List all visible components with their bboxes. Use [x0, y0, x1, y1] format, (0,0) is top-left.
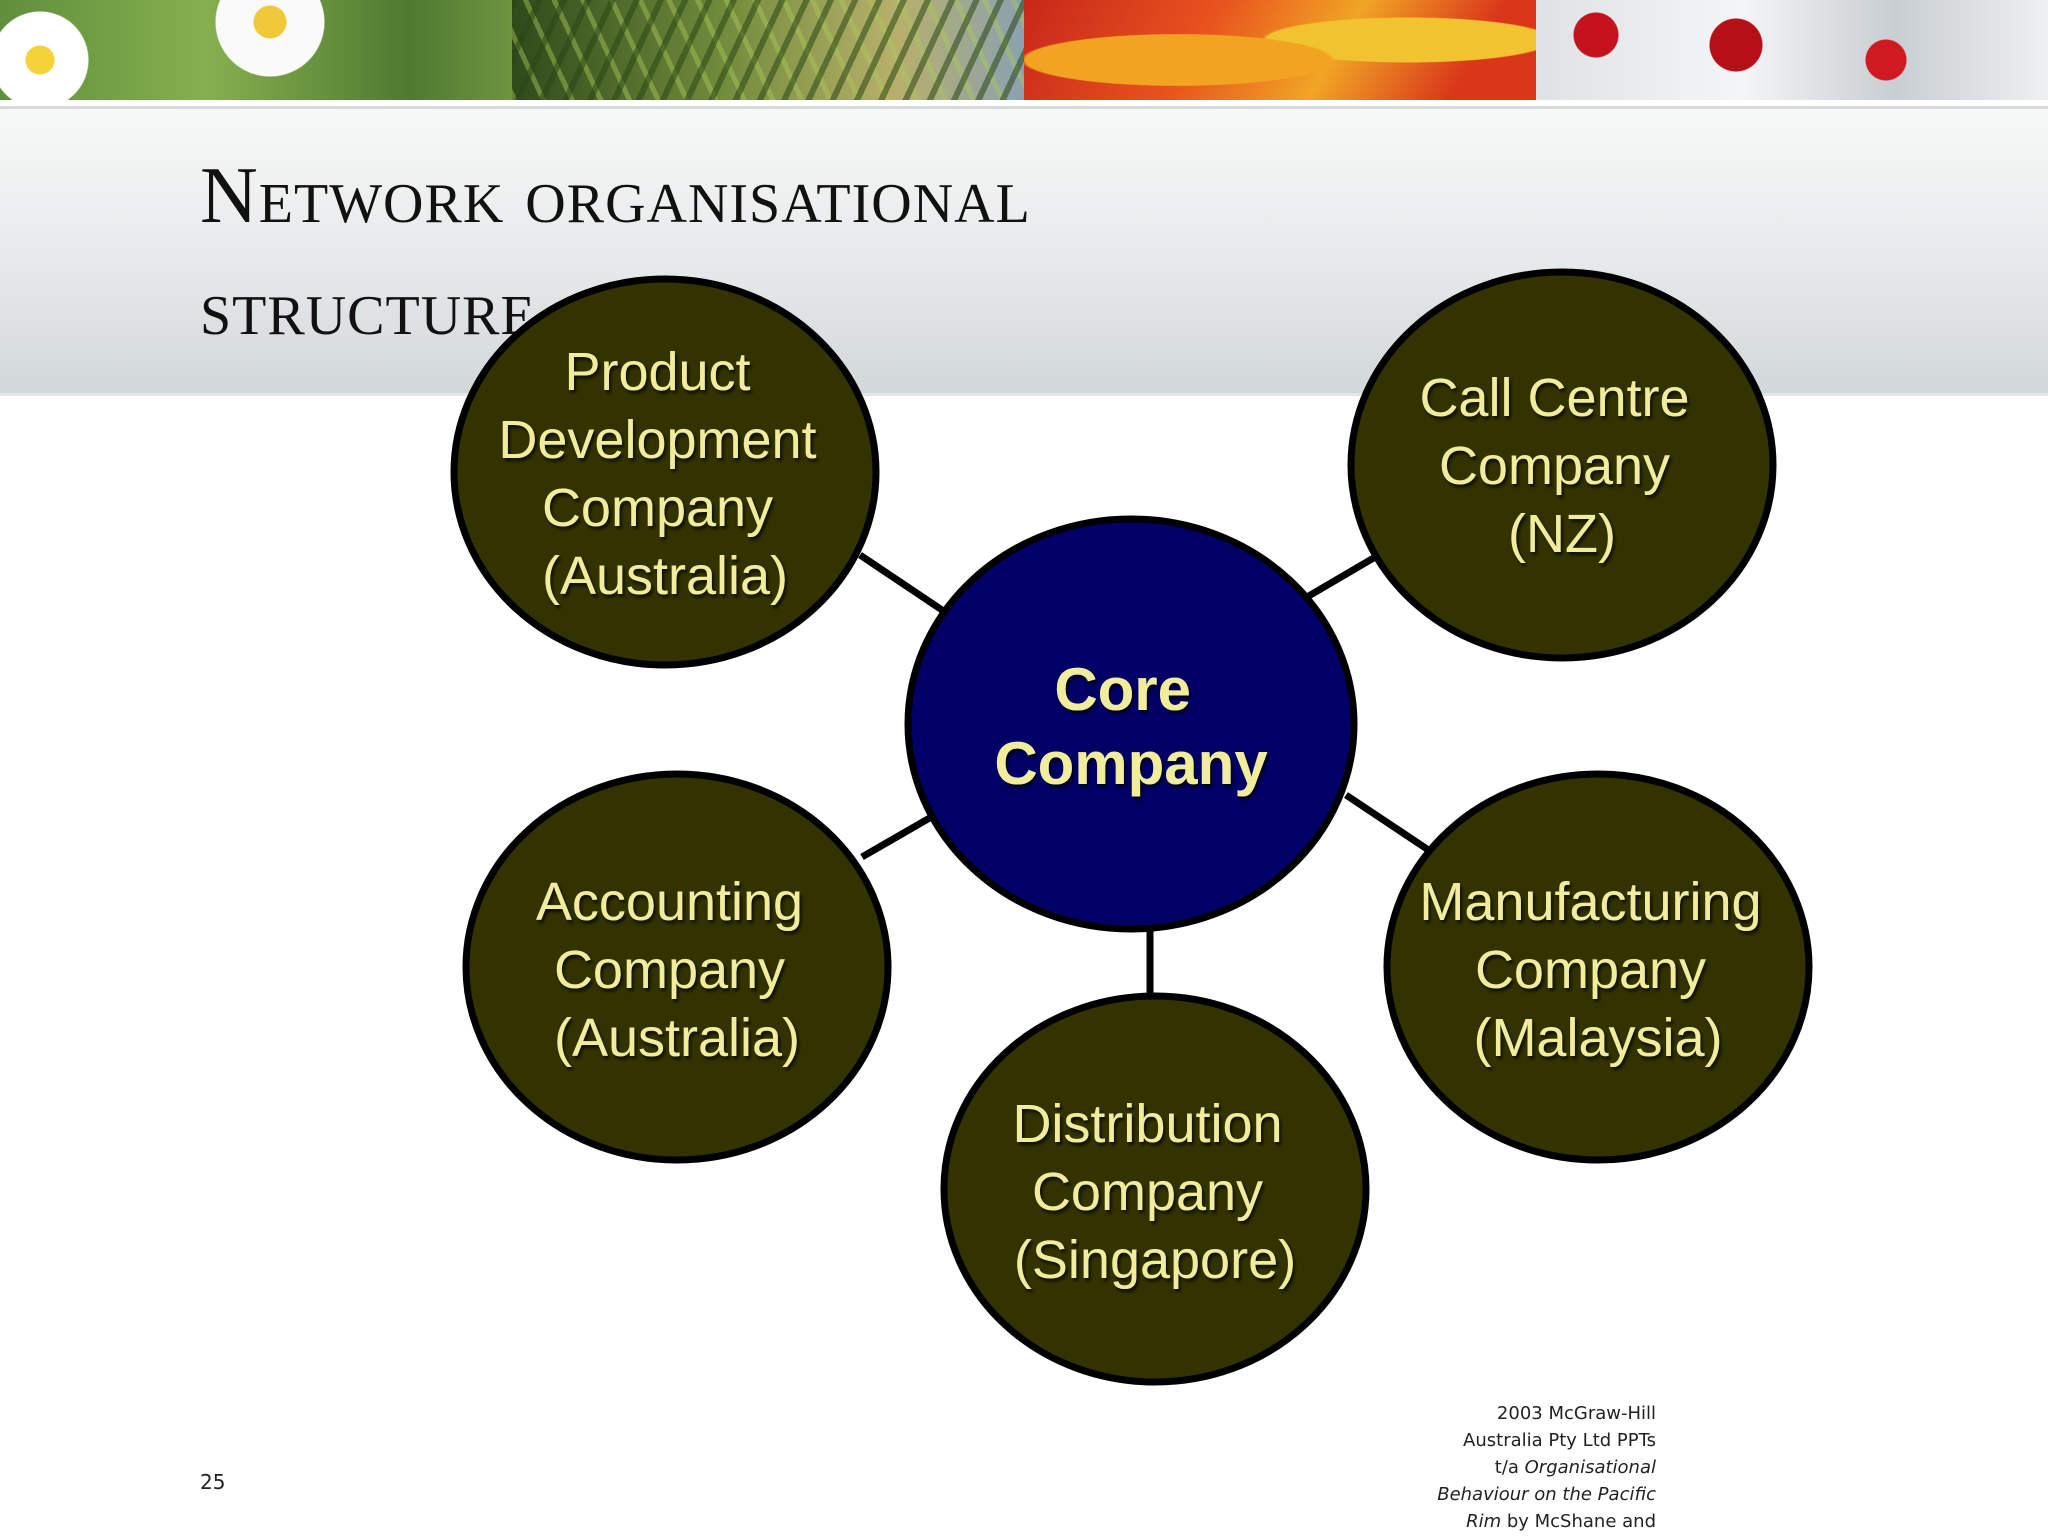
copyright-authors: by McShane and	[1501, 1511, 1656, 1532]
connector-accounting	[860, 808, 942, 861]
copyright-book-title-1: Organisational	[1524, 1457, 1656, 1478]
node-accounting-label: Accounting Company (Australia)	[536, 872, 818, 1068]
node-product-development: Product Development Company (Australia)	[450, 275, 880, 669]
node-call-centre: Call Centre Company (NZ)	[1347, 268, 1777, 662]
copyright-notice: 2003 McGraw-Hill Australia Pty Ltd PPTs …	[1396, 1400, 1656, 1535]
node-core-company-label: Core Company	[994, 656, 1268, 797]
node-distribution: Distribution Company (Singapore)	[940, 992, 1370, 1386]
copyright-book-title-2: Behaviour on the Pacific	[1437, 1484, 1656, 1505]
daisy-flowers-image	[0, 0, 512, 100]
palm-leaves-image	[512, 0, 1024, 100]
connector-lines	[858, 552, 1432, 997]
node-manufacturing-label: Manufacturing Company (Malaysia)	[1419, 872, 1776, 1068]
connector-manufacturing	[1344, 792, 1432, 854]
autumn-leaves-image	[1024, 0, 1536, 100]
node-core-company: Core Company	[904, 515, 1358, 933]
node-product-development-label: Product Development Company (Australia)	[498, 342, 831, 606]
copyright-line-3-prefix: t/a	[1494, 1457, 1525, 1478]
slide-title-line-2: structure	[200, 264, 536, 352]
copyright-line-5: Rim by McShane and	[1396, 1508, 1656, 1535]
node-manufacturing: Manufacturing Company (Malaysia)	[1383, 770, 1813, 1164]
node-accounting: Accounting Company (Australia)	[462, 770, 892, 1164]
winter-berries-image	[1536, 0, 2048, 100]
node-call-centre-label: Call Centre Company (NZ)	[1419, 368, 1704, 564]
slide-title-line-1: Network organisational	[200, 152, 1031, 240]
copyright-line-2: Australia Pty Ltd PPTs	[1463, 1430, 1656, 1451]
copyright-line-1: 2003 McGraw-Hill	[1491, 1403, 1656, 1424]
seasonal-photo-banner	[0, 0, 2048, 100]
copyright-line-3: t/a Organisational	[1396, 1454, 1656, 1481]
copyright-book-title-3: Rim	[1466, 1511, 1502, 1532]
slide-title: Network organisational structure	[200, 140, 1500, 364]
connector-call-centre	[1305, 552, 1379, 601]
slide-number: 25	[200, 1470, 226, 1494]
node-distribution-label: Distribution Company (Singapore)	[1012, 1094, 1297, 1290]
connector-product-development	[858, 552, 947, 615]
copyright-line-4: Behaviour on the Pacific	[1396, 1481, 1656, 1508]
